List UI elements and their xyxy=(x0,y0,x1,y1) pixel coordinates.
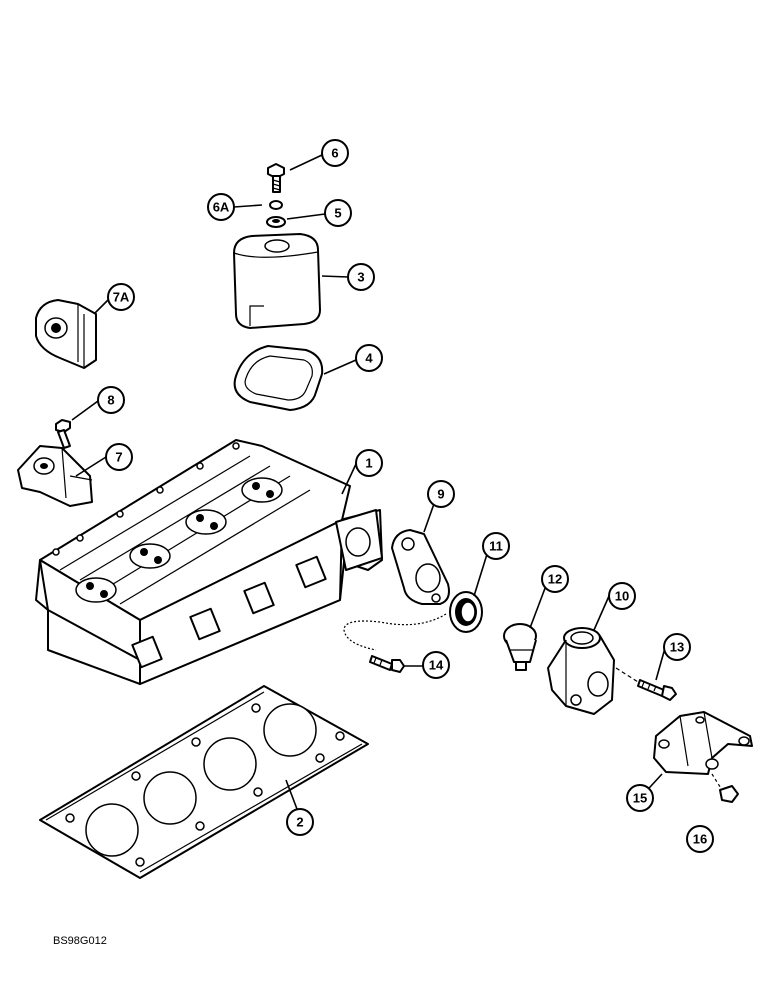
thermostat-housing-part-10 xyxy=(547,627,615,715)
svg-text:9: 9 xyxy=(437,487,444,502)
head-gasket-part-2 xyxy=(39,685,369,879)
callout-13: 13 xyxy=(663,633,691,661)
bolt-part-8 xyxy=(55,419,71,449)
svg-text:16: 16 xyxy=(693,832,707,847)
svg-text:6A: 6A xyxy=(213,200,230,215)
bracket-part-15 xyxy=(653,711,753,775)
callout-3: 3 xyxy=(347,263,375,291)
outlet-gasket-part-9 xyxy=(391,529,450,605)
bolt-part-13 xyxy=(637,679,677,701)
bracket-part-7 xyxy=(17,445,93,507)
callout-16: 16 xyxy=(686,825,714,853)
svg-text:12: 12 xyxy=(548,572,562,587)
grommet-part-5 xyxy=(266,216,286,228)
cover-part-3 xyxy=(233,233,321,329)
callout-12: 12 xyxy=(541,565,569,593)
bolt-part-6 xyxy=(267,163,285,193)
callout-4: 4 xyxy=(355,344,383,372)
svg-text:11: 11 xyxy=(489,539,503,554)
bolt-part-16 xyxy=(719,785,739,803)
svg-text:7: 7 xyxy=(115,450,122,465)
svg-text:10: 10 xyxy=(615,589,629,604)
callout-7: 7 xyxy=(105,443,133,471)
callout-7a: 7A xyxy=(107,283,135,311)
svg-text:14: 14 xyxy=(429,658,444,673)
callout-9: 9 xyxy=(427,480,455,508)
callout-1: 1 xyxy=(355,449,383,477)
svg-text:6: 6 xyxy=(331,146,338,161)
callout-10: 10 xyxy=(608,582,636,610)
callout-6: 6 xyxy=(321,139,349,167)
bracket-part-7a xyxy=(35,299,97,369)
svg-text:3: 3 xyxy=(357,270,364,285)
callout-2: 2 xyxy=(286,808,314,836)
callout-5: 5 xyxy=(324,199,352,227)
cylinder-head-part-1 xyxy=(35,439,383,685)
svg-text:4: 4 xyxy=(365,351,373,366)
thermostat-part-12 xyxy=(503,623,537,671)
figure-code: BS98G012 xyxy=(53,935,107,947)
svg-text:2: 2 xyxy=(296,815,303,830)
callout-14: 14 xyxy=(422,651,450,679)
callout-6a: 6A xyxy=(207,193,235,221)
svg-text:5: 5 xyxy=(334,206,341,221)
svg-text:8: 8 xyxy=(107,393,114,408)
callout-11: 11 xyxy=(482,532,510,560)
callout-15: 15 xyxy=(626,784,654,812)
svg-text:15: 15 xyxy=(633,791,647,806)
svg-text:1: 1 xyxy=(365,456,372,471)
seal-part-11 xyxy=(449,591,483,633)
gasket-part-4 xyxy=(233,345,324,411)
svg-text:13: 13 xyxy=(670,640,684,655)
washer-part-6a xyxy=(269,200,283,210)
svg-text:7A: 7A xyxy=(113,290,130,305)
callout-8: 8 xyxy=(97,386,125,414)
bolt-part-14 xyxy=(369,655,405,673)
